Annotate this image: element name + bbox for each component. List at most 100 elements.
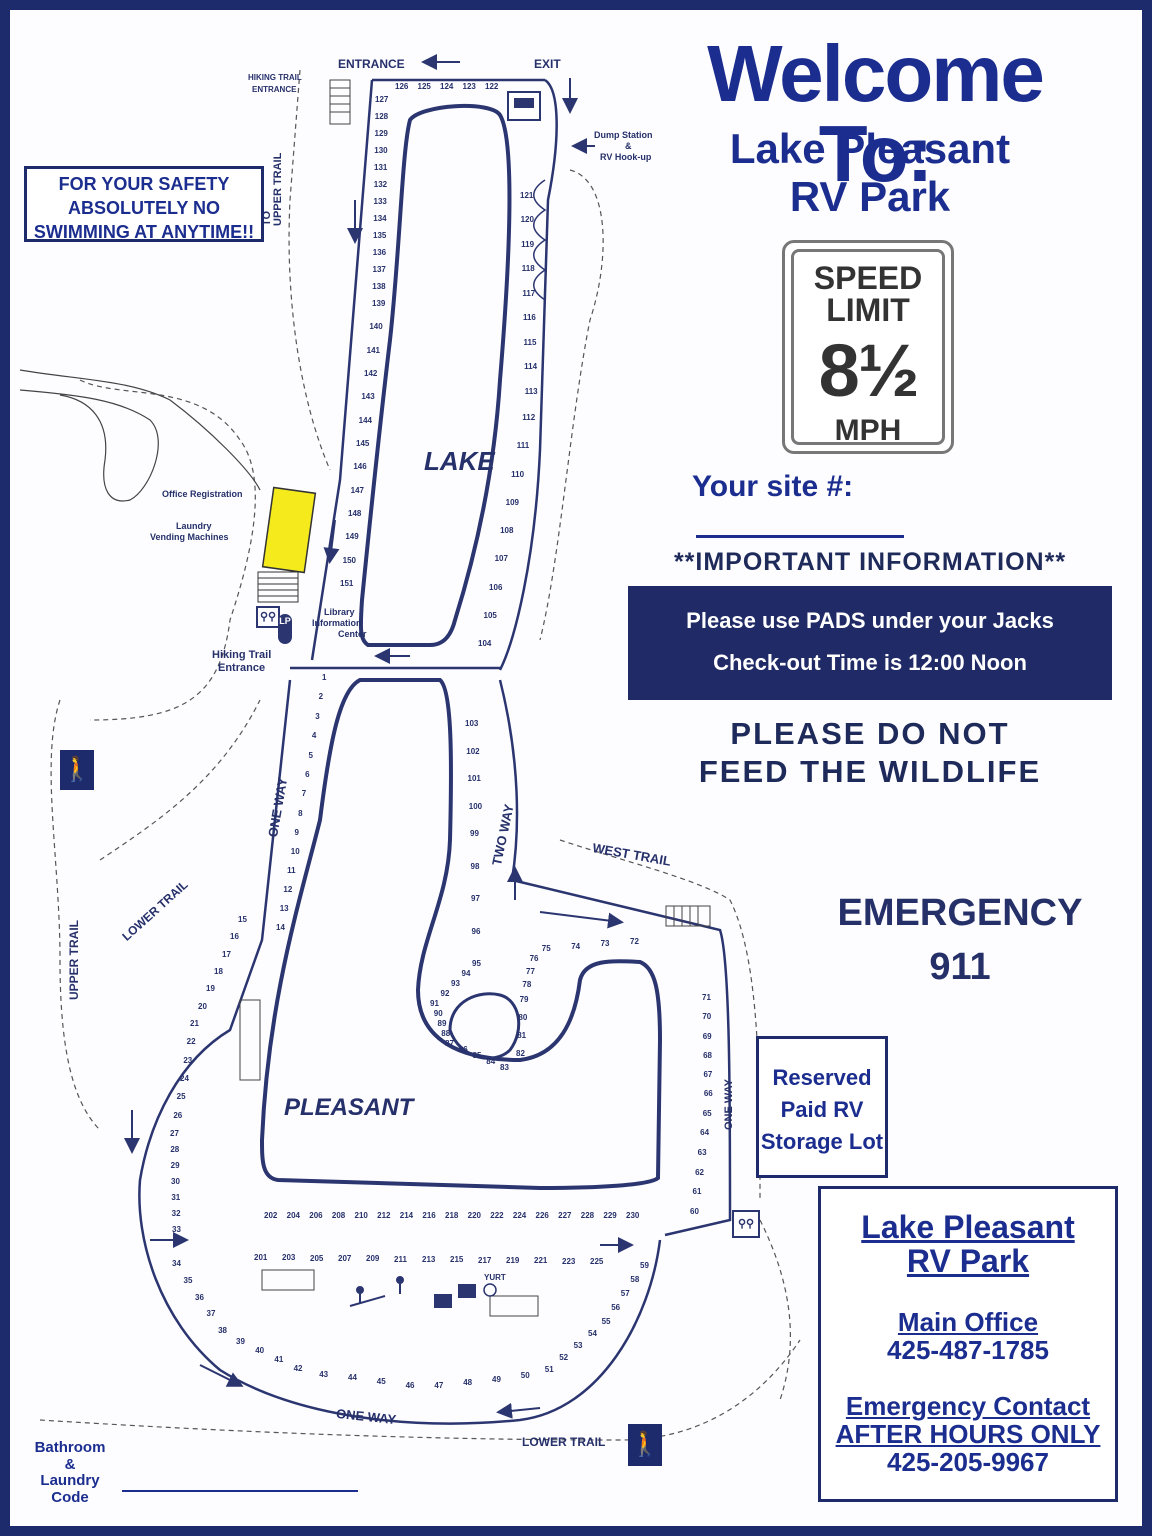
site-104: 104 [478, 639, 492, 648]
site-number-field: Your site #: [692, 470, 1052, 538]
site-140: 140 [369, 322, 383, 332]
stairs-lower2 [489, 1295, 539, 1317]
storage-lot-box: Reserved Paid RV Storage Lot [756, 1036, 888, 1178]
site-119: 119 [521, 239, 535, 249]
library-label: Library [324, 607, 355, 617]
laundry-building [257, 571, 299, 603]
site-42: 42 [293, 1363, 303, 1373]
trail-upper [50, 699, 101, 1131]
site-224: 224 [512, 1211, 527, 1220]
office-registration-label: Office Registration [162, 489, 243, 499]
site-145: 145 [356, 439, 370, 448]
site-150: 150 [342, 555, 357, 565]
pull-through-scallops [533, 179, 547, 301]
site-21: 21 [190, 1019, 199, 1028]
trail-upper-road [288, 69, 331, 471]
site-213: 213 [422, 1255, 436, 1264]
site-118: 118 [521, 264, 535, 274]
site-229: 229 [603, 1211, 617, 1220]
pads-notice: Please use PADS under your Jacks [686, 608, 1054, 633]
site-212: 212 [377, 1211, 391, 1220]
rv-hookup-label: RV Hook-up [600, 152, 652, 162]
contact-park-line2: RV Park [906, 1243, 1030, 1279]
site-70: 70 [702, 1012, 712, 1022]
emergency-contact-label: Emergency Contact [845, 1391, 1091, 1421]
stairs-top [329, 79, 351, 125]
site-29: 29 [170, 1161, 180, 1170]
bathroom-line4: Code [51, 1488, 89, 1506]
site-75: 75 [541, 944, 551, 954]
site-30: 30 [171, 1177, 180, 1186]
site-105: 105 [483, 610, 497, 620]
site-78: 78 [522, 980, 532, 990]
pleasant-label: PLEASANT [284, 1094, 414, 1121]
site-82: 82 [516, 1049, 525, 1058]
dump-station-label: Dump Station [594, 130, 653, 140]
site-99: 99 [470, 829, 479, 838]
emergency-phone: 425-205-9967 [887, 1447, 1049, 1477]
site-17: 17 [222, 949, 231, 959]
site-23: 23 [183, 1055, 193, 1065]
site-115: 115 [523, 337, 537, 347]
site-126: 126 [395, 82, 409, 91]
site-109: 109 [505, 497, 519, 507]
restroom-icon-right: ⚲⚲ [732, 1210, 760, 1238]
site-220: 220 [467, 1211, 481, 1220]
site-71: 71 [702, 993, 711, 1002]
site-48: 48 [463, 1377, 473, 1387]
lake-lower [259, 678, 663, 1191]
site-221: 221 [534, 1256, 548, 1266]
stairs [239, 79, 711, 1317]
site-137: 137 [372, 265, 386, 274]
restroom-icon: ⚲⚲ [256, 606, 280, 628]
site-69: 69 [702, 1031, 712, 1041]
site-208: 208 [331, 1211, 346, 1220]
storage-line2: Paid RV [780, 1097, 864, 1122]
site-124: 124 [440, 82, 454, 91]
site-133: 133 [373, 197, 387, 206]
site-219: 219 [506, 1256, 520, 1265]
trail-bottom [39, 1339, 801, 1441]
site-93: 93 [451, 979, 460, 988]
site-146: 146 [353, 462, 367, 472]
site-134: 134 [373, 214, 387, 223]
site-114: 114 [524, 362, 538, 372]
speed-sign-line1: SPEED [813, 260, 923, 296]
site-56: 56 [611, 1302, 621, 1312]
site-8: 8 [298, 808, 303, 818]
site-128: 128 [374, 112, 389, 121]
site-112: 112 [522, 413, 536, 423]
bathroom-line1: Bathroom [34, 1439, 106, 1456]
site-84: 84 [486, 1057, 496, 1066]
site-36: 36 [195, 1292, 204, 1302]
site-139: 139 [372, 299, 386, 308]
site-37: 37 [206, 1309, 216, 1319]
site-92: 92 [440, 989, 450, 998]
site-122: 122 [485, 82, 499, 91]
site-5: 5 [308, 750, 313, 760]
site-50: 50 [520, 1371, 530, 1381]
site-91: 91 [430, 999, 439, 1008]
site-53: 53 [573, 1341, 583, 1350]
side-road-outer [19, 369, 261, 491]
site-107: 107 [494, 554, 508, 564]
site-3: 3 [315, 711, 320, 721]
site-148: 148 [348, 509, 362, 518]
site-144: 144 [358, 415, 373, 425]
site-214: 214 [399, 1211, 414, 1220]
restroom-buildings [434, 1283, 497, 1308]
site-147: 147 [350, 485, 365, 495]
site-46: 46 [405, 1381, 415, 1391]
trail-lower-left [99, 699, 261, 861]
site-66: 66 [703, 1089, 713, 1099]
traffic-arrows [124, 54, 634, 1419]
site-230: 230 [626, 1211, 640, 1220]
site-number-label: Your site #: [692, 470, 854, 503]
site-68: 68 [703, 1050, 712, 1060]
site-2: 2 [318, 692, 324, 702]
side-road-inner [19, 389, 159, 502]
storage-line1: Reserved [772, 1065, 872, 1090]
hiking-trail-entrance-top-label2: ENTRANCE [252, 85, 297, 94]
site-41: 41 [274, 1354, 284, 1364]
